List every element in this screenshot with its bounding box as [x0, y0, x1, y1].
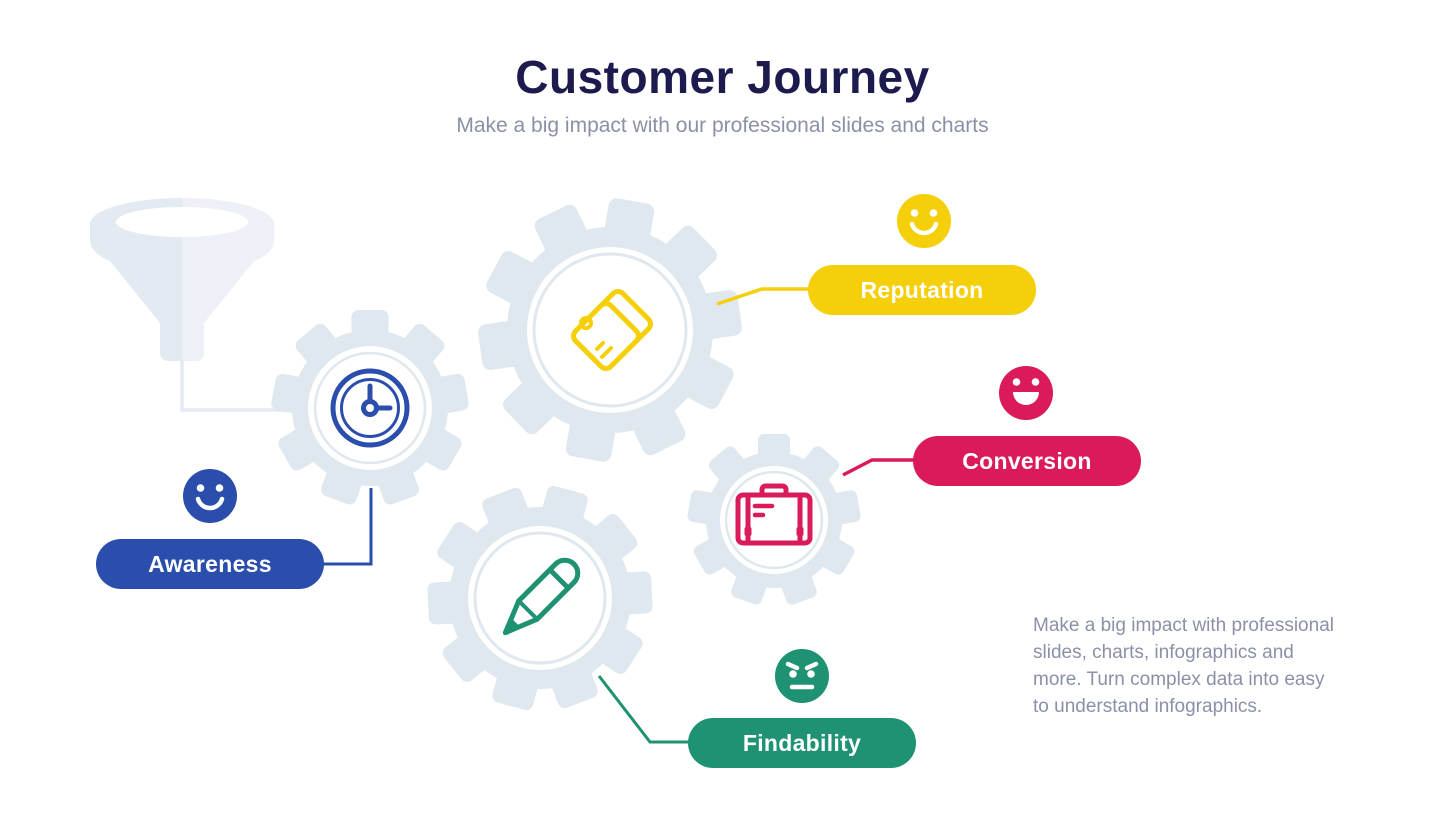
- clock-icon: [330, 368, 410, 448]
- connector-awareness: [322, 488, 373, 566]
- funnel-connector-line: [180, 358, 295, 412]
- laughing-face-icon: [999, 366, 1053, 420]
- stage-label-conversion: Conversion: [962, 447, 1092, 474]
- description-text: Make a big impact with professional slid…: [1033, 612, 1373, 720]
- briefcase-icon: [735, 483, 813, 546]
- connector-reputation: [716, 287, 810, 306]
- happy-face-icon-awareness: [183, 469, 237, 523]
- stage-pill-reputation: Reputation: [808, 265, 1036, 315]
- description-line: more. Turn complex data into easy: [1033, 669, 1325, 690]
- connector-findability: [597, 675, 690, 744]
- stage-label-findability: Findability: [742, 729, 862, 756]
- price-tag-icon: [571, 289, 653, 371]
- gear-findability: [427, 485, 653, 711]
- description-line: Make a big impact with professional: [1033, 615, 1334, 636]
- stage-label-awareness: Awareness: [148, 550, 272, 577]
- stage-label-reputation: Reputation: [860, 276, 984, 303]
- funnel-graphic: [90, 198, 274, 361]
- description-line: slides, charts, infographics and: [1033, 642, 1294, 663]
- description-line: to understand infographics.: [1033, 696, 1263, 717]
- stage-pill-conversion: Conversion: [913, 436, 1141, 486]
- page-subtitle: Make a big impact with our professional …: [456, 114, 989, 137]
- happy-face-icon-reputation: [897, 194, 951, 248]
- connector-conversion: [842, 458, 915, 477]
- stage-pill-awareness: Awareness: [96, 539, 324, 589]
- annoyed-face-icon: [775, 649, 829, 703]
- page-title: Customer Journey: [515, 51, 930, 103]
- stage-pill-findability: Findability: [688, 718, 916, 768]
- pencil-icon: [502, 557, 581, 636]
